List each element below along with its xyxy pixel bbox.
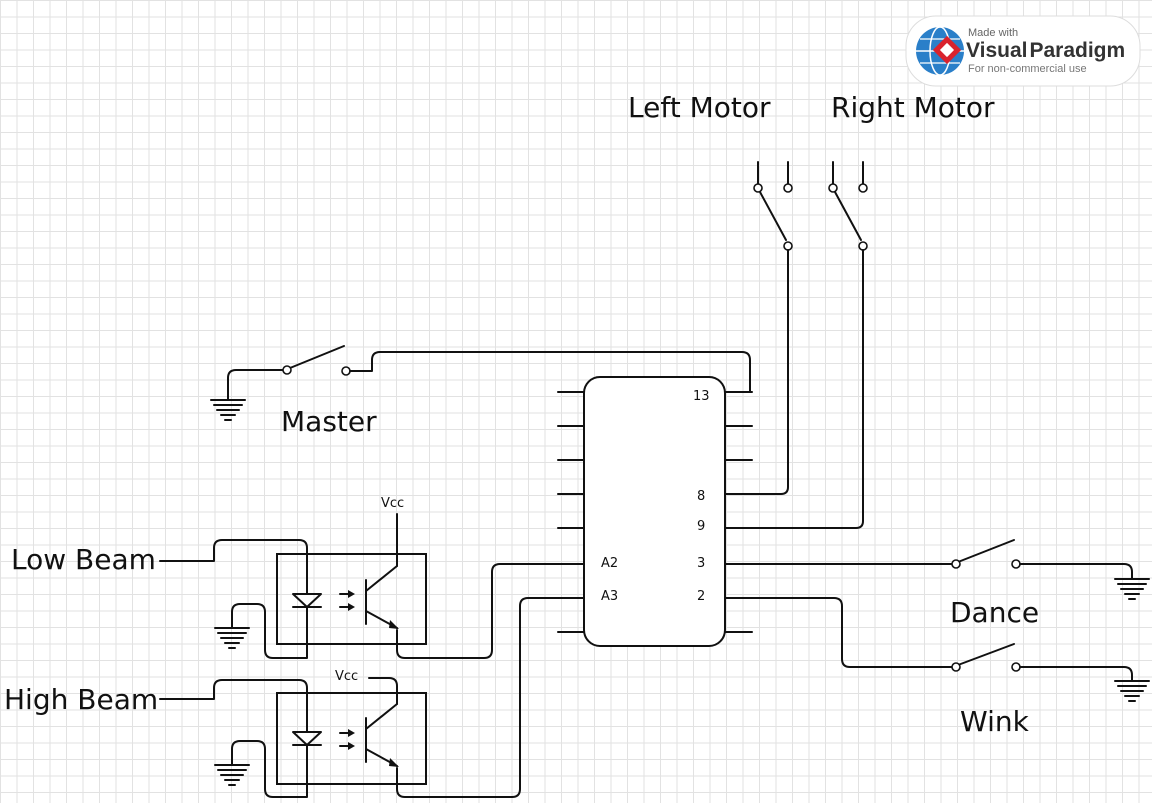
ground-icon (1114, 578, 1150, 600)
master-switch (227, 345, 751, 397)
vcc-label-bottom: Vcc (335, 669, 358, 684)
ic-pin-a2-label: A2 (601, 556, 618, 571)
ground-icon (210, 395, 246, 421)
ground-icon (214, 623, 250, 649)
low-beam-label: Low Beam (11, 543, 156, 576)
left-motor-switch (753, 161, 793, 251)
right-motor-label: Right Motor (831, 91, 995, 124)
globe-icon (916, 26, 964, 76)
master-label: Master (281, 405, 377, 438)
ic-left-pins (557, 391, 585, 633)
wire-right-motor-to-pin9 (751, 249, 864, 529)
watermark-brand: VisualParadigm (966, 39, 1125, 62)
right-motor-switch (828, 161, 868, 251)
dance-label: Dance (950, 596, 1039, 629)
high-beam-label: High Beam (4, 683, 158, 716)
watermark-note: For non-commercial use (968, 63, 1087, 75)
ic-pin-3-label: 3 (697, 556, 705, 571)
ic-pin-9-label: 9 (697, 519, 705, 534)
optocoupler-high-beam (159, 597, 559, 798)
wire-left-motor-to-pin8 (751, 249, 789, 495)
ic-pin-a3-label: A3 (601, 589, 618, 604)
ground-icon (214, 760, 250, 786)
ic-pin-8-label: 8 (697, 489, 705, 504)
watermark-made-with: Made with (968, 27, 1018, 39)
ic-pin-13-label: 13 (693, 389, 710, 404)
visual-paradigm-watermark: Made with VisualParadigm For non-commerc… (905, 15, 1141, 87)
wink-label: Wink (960, 705, 1030, 738)
wink-switch (751, 597, 1133, 681)
dance-switch (751, 539, 1133, 579)
microcontroller-ic: 13 8 9 3 2 A2 A3 (557, 376, 753, 647)
optocoupler-low-beam (159, 513, 559, 659)
ground-icon (1114, 680, 1150, 702)
ic-pin-2-label: 2 (697, 589, 705, 604)
left-motor-label: Left Motor (628, 91, 771, 124)
ic-right-pins (724, 391, 753, 633)
vcc-label-top: Vcc (381, 496, 404, 511)
